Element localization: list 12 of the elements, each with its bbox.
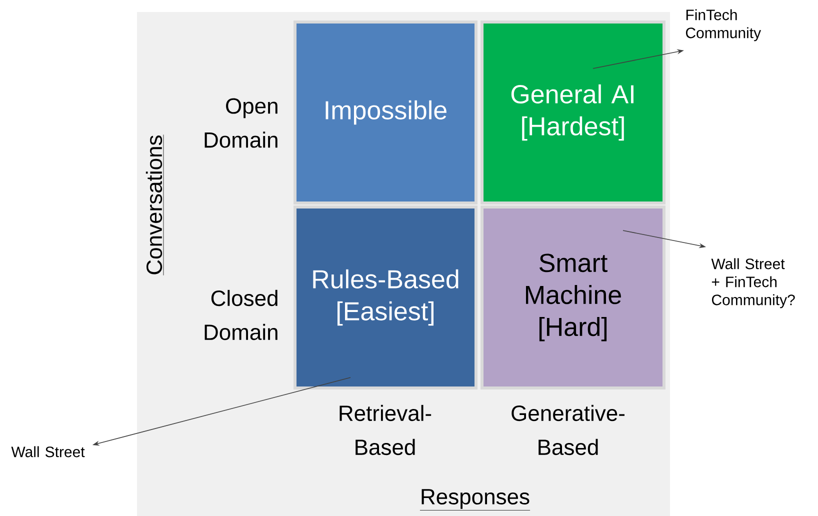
axis-label: Retrieval- Based <box>340 404 432 456</box>
quadrant-box: General AI [Hardest] <box>480 20 666 204</box>
quadrant-box: Impossible <box>294 20 478 204</box>
annotation-text: Wall Street <box>11 446 85 458</box>
annotation-text: FinTech Community <box>686 9 762 42</box>
axis-label: Generative- Based <box>512 404 624 456</box>
axis-title: Responses <box>420 489 530 510</box>
annotation-text: Wall Street + FinTech Community? <box>711 258 795 308</box>
axis-title: Conversations <box>146 134 164 276</box>
quadrant-box: Smart Machine [Hard] <box>480 206 666 390</box>
axis-label: Open Domain <box>204 98 278 148</box>
quadrant-box: Rules-Based [Easiest] <box>294 206 478 390</box>
